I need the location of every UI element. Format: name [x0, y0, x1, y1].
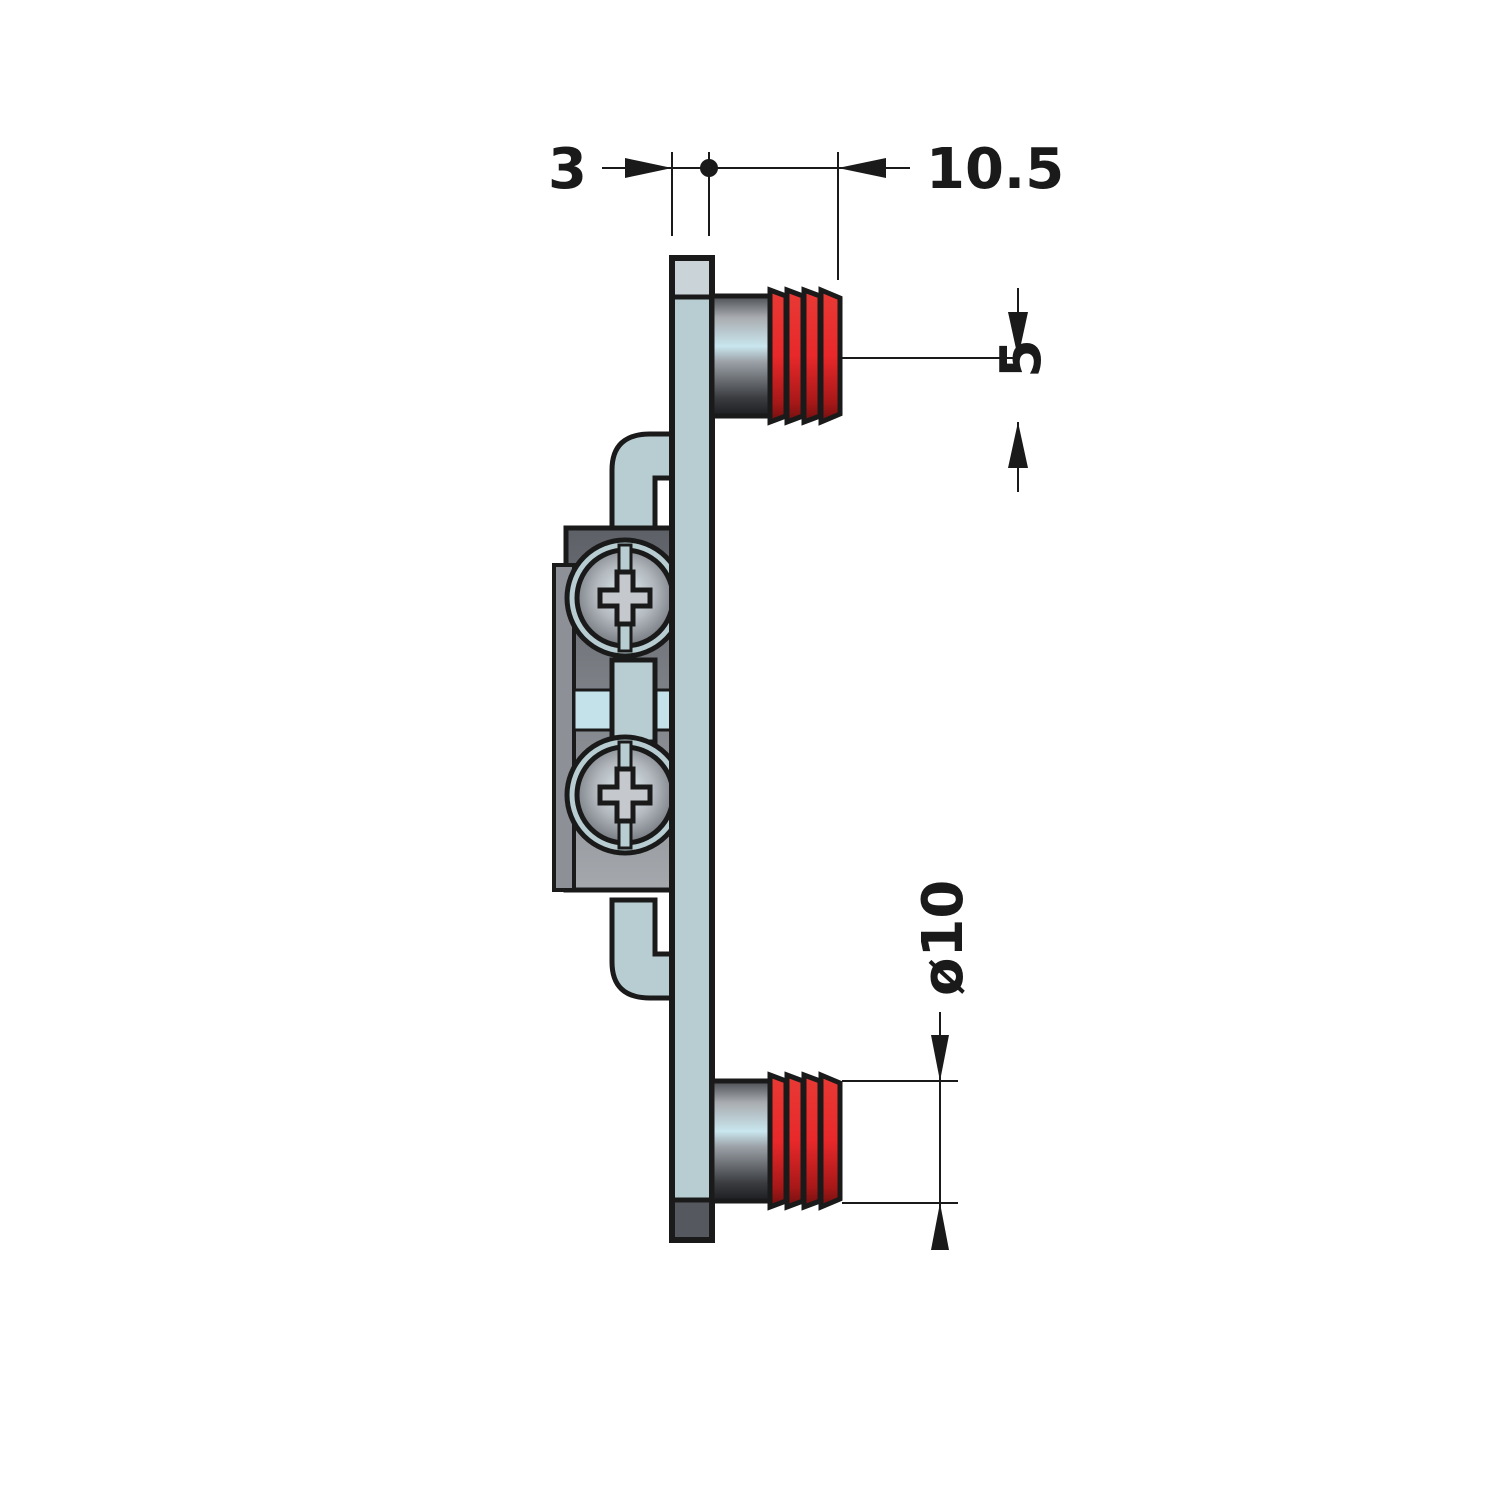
arrow-down-icon	[931, 1035, 949, 1081]
arrow-up-icon	[1008, 422, 1028, 468]
arrow-down-icon	[1008, 312, 1028, 358]
origin-dot-icon	[700, 159, 718, 177]
screw-upper	[564, 537, 686, 659]
dimension-diameter: ø10	[842, 880, 976, 1250]
dim-projection: 10.5	[926, 137, 1064, 202]
mounting-plate	[669, 255, 715, 1243]
bracket	[552, 431, 675, 1001]
dim-thread-offset: 5	[989, 339, 1054, 378]
phillips-cross-icon	[597, 766, 653, 824]
dimension-offset: 5	[842, 288, 1054, 492]
arrow-left-icon	[838, 158, 886, 178]
arrow-right-icon	[625, 158, 672, 178]
threaded-pin-upper	[709, 286, 843, 426]
arrow-up-icon	[931, 1203, 949, 1250]
phillips-cross-icon	[597, 569, 653, 627]
threaded-pin-lower	[709, 1071, 843, 1211]
dimension-top: 3 10.5	[548, 137, 1064, 280]
dim-plate-thickness: 3	[548, 137, 587, 202]
screw-lower	[564, 734, 686, 856]
dim-diameter: ø10	[911, 880, 976, 996]
